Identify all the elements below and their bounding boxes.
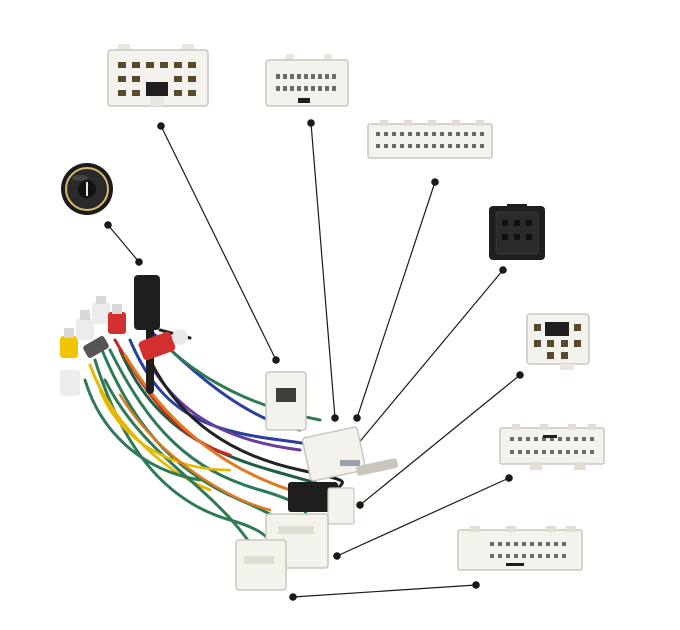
connector-32pin-icon — [457, 526, 583, 571]
leader-line-28pin — [353, 178, 439, 422]
connector-28pin-icon — [367, 120, 493, 159]
leader-line-20pin — [307, 119, 339, 422]
leader-line-16pin — [157, 122, 280, 364]
leader-line-24pin — [333, 474, 513, 560]
black-square-connector-icon — [489, 204, 545, 260]
connector-24pin-icon — [499, 424, 605, 470]
connector-8pin-icon — [526, 313, 590, 370]
leader-line-8pin — [356, 371, 524, 509]
leader-line-32pin — [289, 581, 480, 601]
round-knob-connector-icon — [61, 163, 113, 215]
wiring-harness-icon — [60, 275, 399, 591]
connector-16pin-icon — [107, 44, 209, 107]
leader-line-round — [104, 221, 143, 266]
leader-lines — [104, 119, 524, 601]
connector-20pin-icon — [265, 54, 349, 107]
